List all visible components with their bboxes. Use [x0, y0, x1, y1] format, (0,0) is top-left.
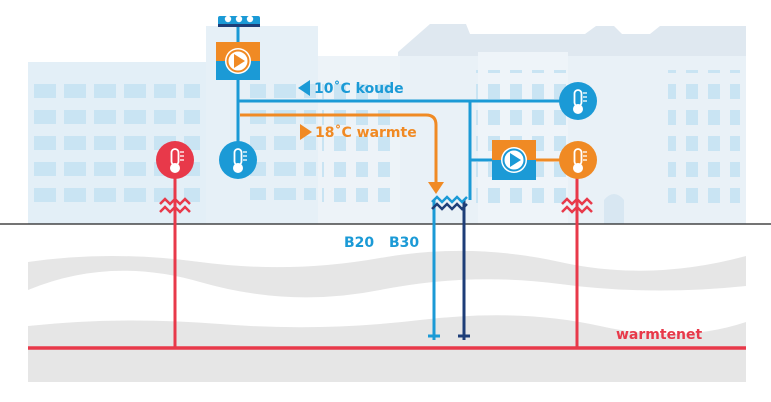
thermometer-icon	[559, 141, 597, 179]
warm-loop	[240, 113, 560, 194]
heat-network-label: warmtenet	[616, 327, 703, 343]
arrow-down-icon	[428, 182, 444, 194]
building-door	[604, 194, 624, 224]
building-small-windows	[322, 74, 396, 202]
buildings-group	[28, 24, 746, 224]
warm-loop-label: 18˚C warmte	[315, 124, 417, 141]
building-right-roof	[398, 24, 746, 60]
thermometer-icon	[156, 141, 194, 179]
soil-layer-1	[28, 250, 746, 298]
building-far-right-windows	[668, 70, 740, 210]
well-pipes	[428, 195, 470, 340]
heat-exchanger-icon	[159, 197, 191, 206]
arrow-left-icon	[298, 80, 310, 96]
heat-exchanger-icon	[431, 202, 468, 211]
ground-group	[0, 223, 771, 382]
building-left-windows	[30, 74, 200, 204]
heat-exchanger-icon	[561, 205, 593, 214]
pump-icon	[216, 42, 260, 80]
rooftop-unit-icon	[218, 15, 260, 27]
heat-exchanger-icon	[159, 205, 191, 214]
heat-exchanger-icon	[431, 195, 468, 204]
well-label-b30: B30	[389, 235, 419, 251]
well-foot-b30	[458, 330, 470, 340]
thermometer-icon	[559, 82, 597, 120]
heat-exchanger-icon	[561, 197, 593, 206]
thermometer-icon	[219, 141, 257, 179]
well-label-b20: B20	[344, 235, 374, 251]
cold-loop	[236, 26, 565, 200]
warm-pipe-main	[240, 113, 438, 184]
cold-loop-label: 10˚C koude	[314, 80, 404, 97]
arrow-right-icon	[300, 124, 312, 140]
well-foot-b20	[428, 330, 440, 340]
heat-network	[28, 178, 746, 350]
pump-icon	[492, 140, 536, 180]
